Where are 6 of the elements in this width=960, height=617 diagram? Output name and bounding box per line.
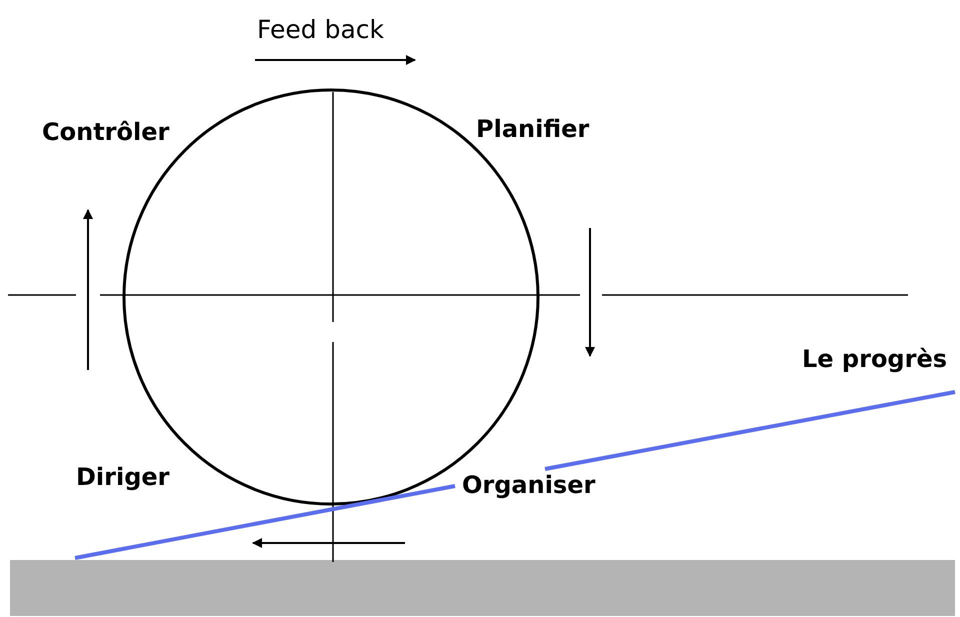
stage-label: Diriger (76, 464, 170, 492)
progress-label: Le progrès (802, 346, 948, 374)
stage-label: Organiser (462, 472, 596, 500)
feedback-label: Feed back (257, 16, 384, 45)
stage-label: Contrôler (42, 119, 170, 147)
stage-label: Planifier (476, 116, 590, 144)
